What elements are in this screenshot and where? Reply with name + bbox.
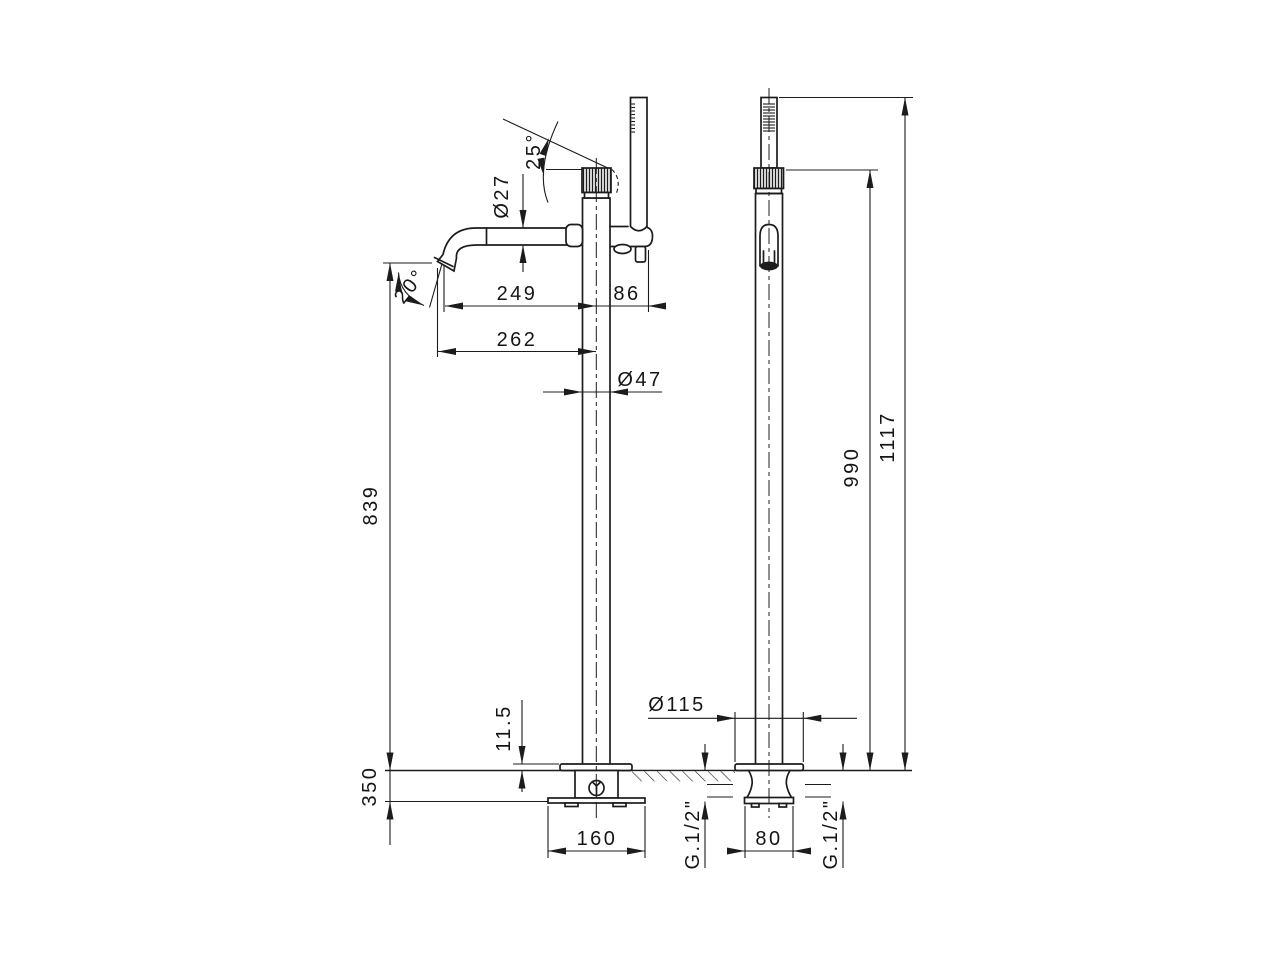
spout-collar [565,223,584,248]
dim-column-diameter [543,388,662,396]
label-spout-height: 839 [360,485,382,526]
label-inlet-width: 80 [755,828,782,850]
floor [385,769,912,782]
subfloor-break-lines [707,783,831,798]
flange-foot [778,802,788,808]
label-inlet-thread-left: G.1/2" [682,798,704,869]
label-inlet-thread-right: G.1/2" [820,798,842,869]
dim-height-to-handle [786,169,878,771]
label-below-floor-depth: 350 [359,766,381,807]
spout-end-view [759,223,779,267]
diverter-knob [613,243,632,255]
hand-shower-holder [609,225,654,248]
spout-tip-band [433,256,454,268]
wand-nozzle-ticks [631,103,635,133]
floor-hatching [632,771,735,782]
label-base-plate-diameter: Ø115 [648,694,705,716]
label-holder-offset: 86 [613,283,640,305]
dim-base-width [547,806,646,858]
dim-spout-reach [443,250,666,312]
label-spout-reach: 249 [497,283,538,305]
handle-rotated-outline [611,169,619,194]
dim-inlet-thread-left [701,744,709,868]
dim-overall-height [779,96,913,771]
spout [436,227,583,273]
dim-inlet-thread-right [839,744,847,868]
plate-foot [564,802,579,808]
hand-shower-wand [629,96,648,232]
label-spout-reach-outer: 262 [497,329,538,351]
label-plate-thickness: 11.5 [493,704,515,751]
dim-spout-diameter [519,174,527,272]
label-base-width: 160 [577,828,618,850]
dim-plate-thickness [513,700,559,792]
dim-base-plate-diameter [648,712,857,762]
dim-heights-left [383,262,548,845]
dim-inlet-width [727,806,811,858]
plate-foot [612,802,627,808]
label-handle-angle: 25° [523,132,545,170]
flange-foot [750,802,760,808]
holder-tab [634,245,647,263]
label-column-diameter: Ø47 [617,369,662,391]
dimension-labels: 249 86 262 Ø47 Ø27 839 350 11.5 160 Ø115… [359,132,899,869]
dim-spout-angle [395,261,444,308]
label-height-to-handle: 990 [841,447,863,488]
dim-handle-angle [502,118,612,203]
label-spout-diameter: Ø27 [491,173,513,218]
subfloor-fitting [746,769,793,799]
label-overall-height: 1117 [877,411,899,463]
